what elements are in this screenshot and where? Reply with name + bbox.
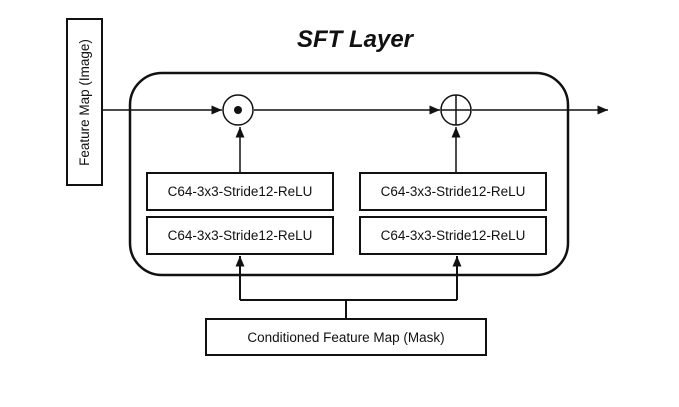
- diagram-title: SFT Layer: [296, 26, 414, 53]
- scale-conv-1: C64-3x3-Stride12-ReLU: [146, 172, 334, 211]
- shift-conv-2: C64-3x3-Stride12-ReLU: [359, 216, 547, 255]
- condition-feature-map-box: Conditioned Feature Map (Mask): [205, 318, 487, 356]
- shift-conv-1: C64-3x3-Stride12-ReLU: [359, 172, 547, 211]
- sft-layer-container: [128, 71, 570, 277]
- input-feature-map-label: Feature Map (Image): [77, 38, 92, 166]
- scale-conv-2: C64-3x3-Stride12-ReLU: [146, 216, 334, 255]
- add-icon: [440, 94, 472, 126]
- condition-branch: [239, 256, 458, 318]
- multiply-icon: [222, 94, 254, 126]
- input-feature-map-box: Feature Map (Image): [66, 18, 103, 186]
